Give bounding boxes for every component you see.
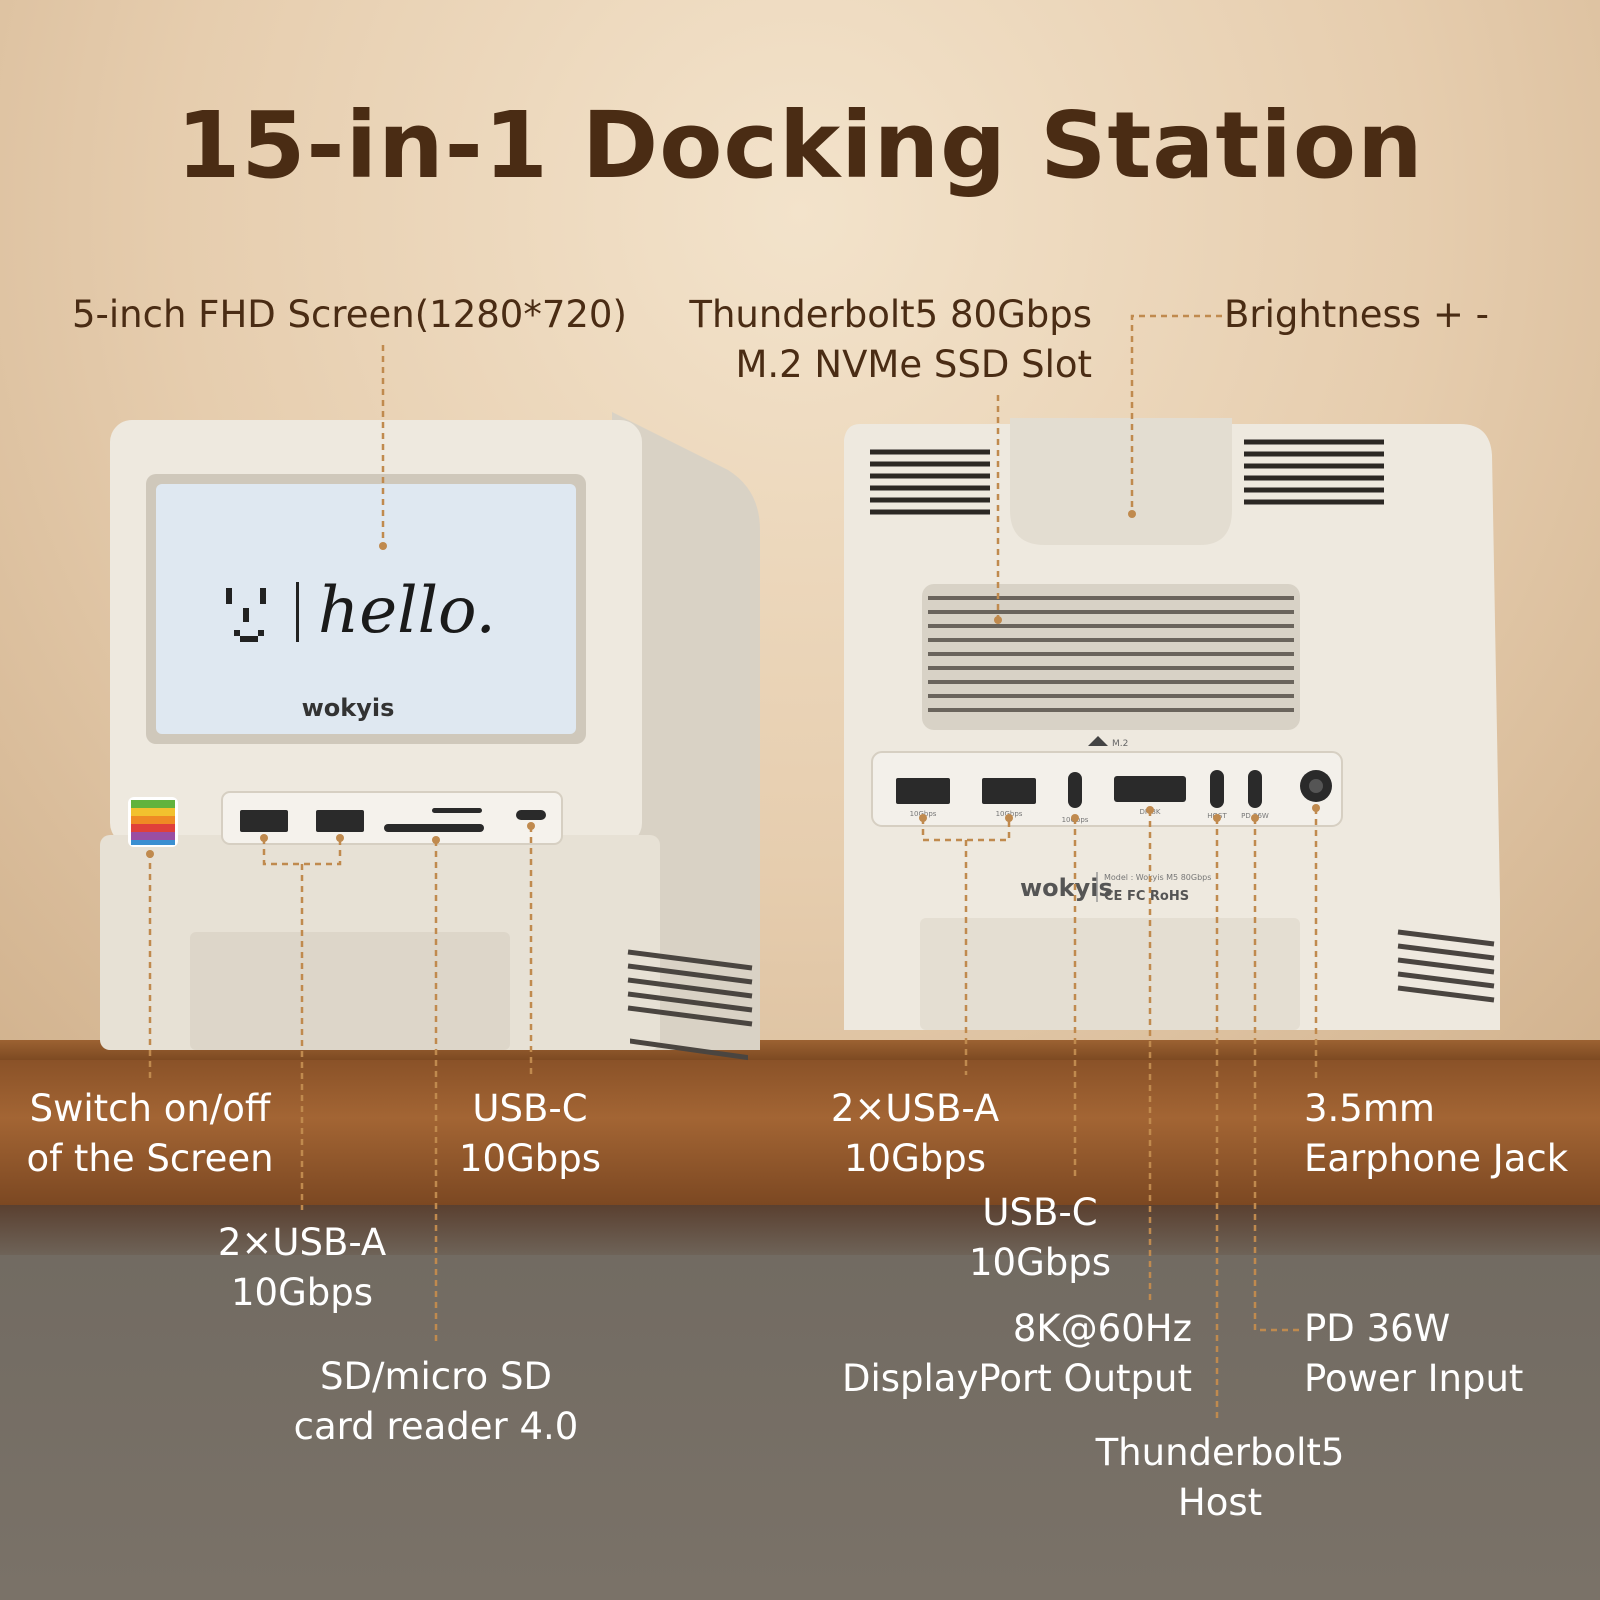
floor-area [0, 1255, 1600, 1600]
displayport-port[interactable] [1114, 776, 1186, 802]
label-front-usb-c: USB-C 10Gbps [430, 1084, 630, 1184]
label-sd-line2: card reader 4.0 [293, 1405, 579, 1448]
label-brightness: Brightness + - [1224, 293, 1489, 336]
pd-power-port[interactable] [1248, 770, 1262, 808]
label-front-usba-line2: 10Gbps [230, 1271, 373, 1314]
label-ssd-slot: Thunderbolt5 80Gbps M.2 NVMe SSD Slot [640, 290, 1092, 390]
back-brand-text: wokyis [1020, 874, 1113, 902]
label-ssd-line1: Thunderbolt5 80Gbps [689, 293, 1092, 336]
label-back-usb-a: 2×USB-A 10Gbps [800, 1084, 1030, 1184]
shelf-shadow [0, 1205, 1600, 1255]
label-dp-line2: DisplayPort Output [841, 1357, 1192, 1400]
screen-hello-text: hello. [318, 574, 496, 648]
label-displayport: 8K@60Hz DisplayPort Output [800, 1304, 1192, 1404]
front-screen [156, 484, 576, 734]
label-front-usb-a: 2×USB-A 10Gbps [192, 1218, 412, 1318]
label-front-usba-line1: 2×USB-A [217, 1221, 387, 1264]
front-side-vents [630, 1038, 748, 1061]
pixel-face-icon [226, 582, 299, 642]
callout-endpoints [146, 510, 1320, 858]
label-switch-line1: Switch on/off [29, 1087, 271, 1130]
back-base [920, 918, 1300, 1030]
front-vent-slats [627, 949, 753, 1027]
wooden-shelf [0, 1060, 1600, 1205]
label-ssd-line2: M.2 NVMe SSD Slot [735, 343, 1092, 386]
label-back-usba-line1: 2×USB-A [830, 1087, 1000, 1130]
page-title: 15-in-1 Docking Station [176, 92, 1424, 199]
label-thunderbolt-host: Thunderbolt5 Host [1080, 1428, 1360, 1528]
callout-leader-lines [148, 314, 1318, 1420]
front-dock-unit: hello. wokyis [100, 412, 760, 1061]
label-sd-line1: SD/micro SD [320, 1355, 552, 1398]
label-front-usbc-line1: USB-C [472, 1087, 588, 1130]
heatsink-fins [928, 596, 1294, 712]
label-screen-switch: Switch on/off of the Screen [10, 1084, 290, 1184]
back-top-vents-left [870, 449, 990, 515]
label-front-usbc-line2: 10Gbps [458, 1137, 601, 1180]
front-usb-a-port-1[interactable] [240, 810, 288, 832]
back-usb-c-port[interactable] [1068, 772, 1082, 808]
label-back-usba-line2: 10Gbps [843, 1137, 986, 1180]
screen-brand-text: wokyis [302, 694, 395, 722]
thunderbolt-host-port[interactable] [1210, 770, 1224, 808]
micro-sd-slot[interactable] [432, 808, 482, 813]
label-switch-line2: of the Screen [26, 1137, 274, 1180]
sd-card-slot[interactable] [384, 824, 484, 832]
ssd-heatsink-cover [922, 584, 1300, 730]
back-dock-unit: M.2 10Gbps 10Gbps 10Gbps DP 8K HOST PD 3… [844, 418, 1500, 1030]
front-usb-c-port[interactable] [516, 810, 546, 820]
back-port-panel [871, 751, 1343, 827]
back-usb-a-port-2[interactable] [982, 778, 1036, 804]
label-earphone-jack: 3.5mm Earphone Jack [1304, 1084, 1568, 1184]
label-pd-line2: Power Input [1304, 1357, 1524, 1400]
back-side-vents [1397, 929, 1495, 1003]
label-sd-reader: SD/micro SD card reader 4.0 [276, 1352, 596, 1452]
label-back-usbc-line2: 10Gbps [968, 1241, 1111, 1284]
label-back-usb-c: USB-C 10Gbps [940, 1188, 1140, 1288]
front-usb-a-port-2[interactable] [316, 810, 364, 832]
back-usb-a-port-1[interactable] [896, 778, 950, 804]
label-pd-line1: PD 36W [1304, 1307, 1451, 1350]
m2-marker-text: M.2 [1112, 739, 1128, 749]
model-text: Model : Wokyis M5 80Gbps [1104, 873, 1211, 882]
cert-marks-text: CE FC RoHS [1104, 889, 1189, 904]
label-pd-power: PD 36W Power Input [1304, 1304, 1523, 1404]
label-back-usbc-line1: USB-C [982, 1191, 1098, 1234]
label-jack-line1: 3.5mm [1304, 1087, 1435, 1130]
label-dp-line1: 8K@60Hz [1012, 1307, 1192, 1350]
label-tb-line2: Host [1177, 1481, 1263, 1524]
label-jack-line2: Earphone Jack [1304, 1137, 1569, 1180]
svg-text:10Gbps: 10Gbps [910, 810, 937, 818]
screen-switch-button[interactable] [128, 797, 178, 847]
svg-text:10Gbps: 10Gbps [996, 810, 1023, 818]
label-screen: 5-inch FHD Screen(1280*720) [72, 293, 627, 336]
back-top-vents-right [1244, 439, 1384, 505]
label-tb-line1: Thunderbolt5 [1095, 1431, 1345, 1474]
back-top-notch [1010, 418, 1232, 545]
